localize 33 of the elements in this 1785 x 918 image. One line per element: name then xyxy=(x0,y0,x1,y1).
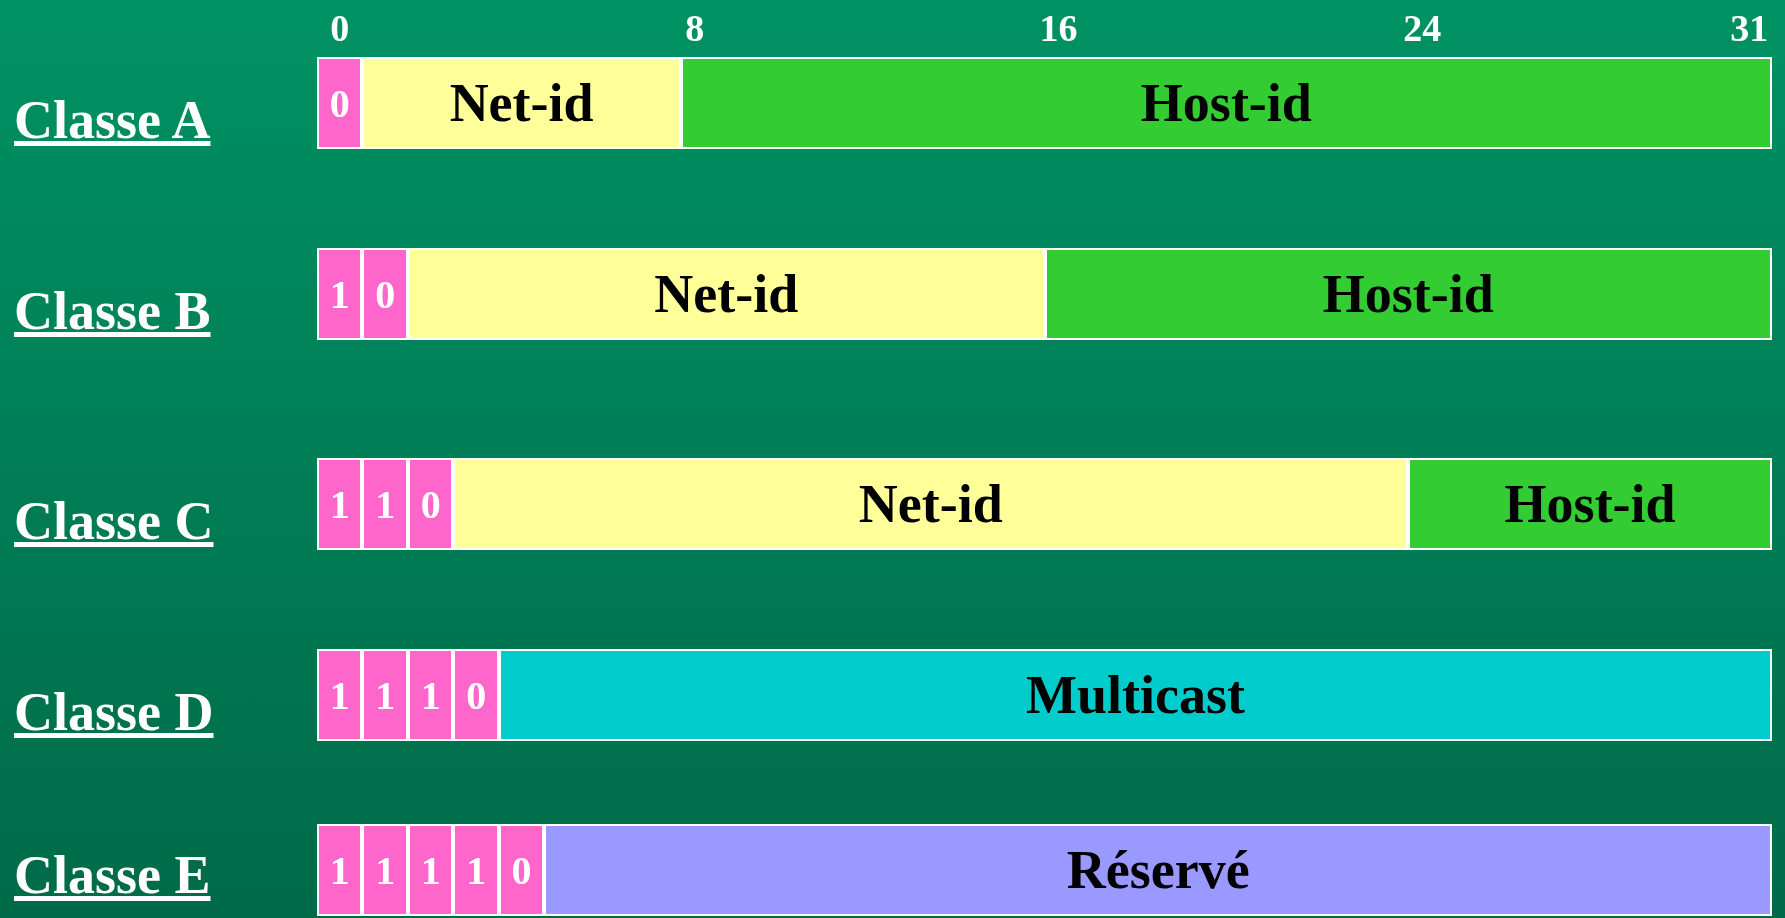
bit-number: 8 xyxy=(685,6,705,50)
flag-bit: 1 xyxy=(362,649,408,741)
net-id-field: Net-id xyxy=(407,248,1045,340)
net-id-field: Net-id xyxy=(453,458,1409,550)
flag-bit: 0 xyxy=(453,649,499,741)
class-label: Classe E xyxy=(14,844,211,906)
flag-bit: 1 xyxy=(317,649,363,741)
host-id-field: Host-id xyxy=(680,57,1772,149)
host-id-field: Host-id xyxy=(1044,248,1772,340)
flag-bit: 1 xyxy=(317,458,363,550)
class-label: Classe C xyxy=(14,490,214,552)
flag-bit: 1 xyxy=(407,824,454,916)
class-label: Classe A xyxy=(14,89,211,151)
flag-bit: 1 xyxy=(407,649,454,741)
multicast-field: Multicast xyxy=(498,649,1772,741)
flag-bit: 1 xyxy=(317,824,363,916)
flag-bit: 1 xyxy=(317,248,363,340)
bit-number: 0 xyxy=(330,6,350,50)
reserved-field: Réservé xyxy=(544,824,1772,916)
flag-bit: 1 xyxy=(362,458,408,550)
bit-number: 16 xyxy=(1039,6,1078,50)
flag-bit: 0 xyxy=(362,248,408,340)
flag-bit: 0 xyxy=(317,57,363,149)
net-id-field: Net-id xyxy=(362,57,681,149)
class-label: Classe D xyxy=(14,681,214,743)
flag-bit: 1 xyxy=(453,824,499,916)
host-id-field: Host-id xyxy=(1408,458,1772,550)
flag-bit: 0 xyxy=(498,824,545,916)
flag-bit: 1 xyxy=(362,824,408,916)
flag-bit: 0 xyxy=(407,458,454,550)
bit-number: 24 xyxy=(1403,6,1442,50)
class-label: Classe B xyxy=(14,280,211,342)
bit-number: 31 xyxy=(1730,6,1769,50)
